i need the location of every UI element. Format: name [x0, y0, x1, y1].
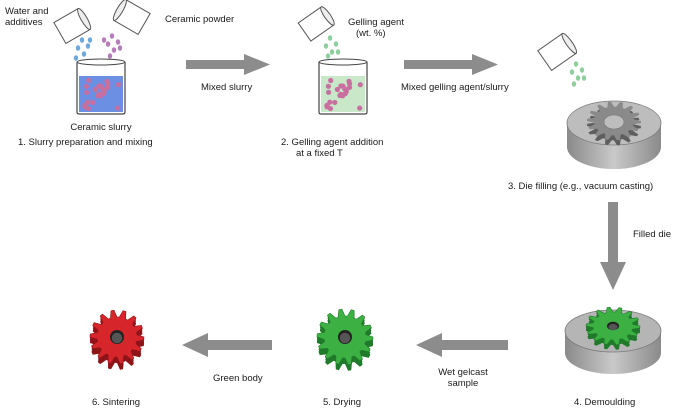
- step-5-label: 5. Drying: [323, 397, 362, 408]
- step-2-label-1: 2. Gelling agent addition: [281, 137, 384, 148]
- wet-gelcast-label-1: Wet gelcast: [438, 367, 488, 378]
- arrow-mixed-gelling: [404, 54, 498, 75]
- gelling-agent-label-1: Gelling agent: [348, 17, 404, 28]
- arrow-filled-die: [600, 202, 626, 290]
- gel-beaker-icon: [318, 58, 368, 115]
- mixed-gelling-label: Mixed gelling agent/slurry: [401, 82, 509, 93]
- ceramic-powder-label: Ceramic powder: [165, 14, 235, 25]
- filling-cup-icon: [537, 32, 578, 72]
- water-cup-icon: [53, 7, 92, 45]
- green-body-label: Green body: [213, 373, 263, 384]
- red-gear-icon: [89, 309, 145, 370]
- powder-cup-icon: [112, 0, 151, 36]
- water-drops-icon: [73, 37, 93, 61]
- ceramic-slurry-label: Ceramic slurry: [70, 122, 132, 133]
- mixed-slurry-label: Mixed slurry: [201, 82, 253, 93]
- slurry-beaker-icon: [76, 58, 126, 115]
- green-gear-icon: [316, 308, 374, 371]
- step-4-label: 4. Demoulding: [574, 397, 636, 408]
- step-3-label: 3. Die filling (e.g., vacuum casting): [508, 181, 654, 192]
- arrow-mixed-slurry: [186, 54, 270, 75]
- step-1-label: 1. Slurry preparation and mixing: [18, 137, 153, 148]
- step-6-label: 6. Sintering: [92, 397, 141, 408]
- powder-drops-icon: [101, 33, 123, 59]
- water-additives-label-2: additives: [5, 17, 43, 28]
- arrow-wet-gelcast: [416, 333, 508, 357]
- fill-drops-icon: [569, 61, 587, 87]
- demoulding-die-icon: [564, 306, 662, 374]
- gelling-agent-label-2: (wt. %): [356, 28, 386, 39]
- water-additives-label-1: Water and: [5, 6, 49, 17]
- filled-die-label: Filled die: [633, 229, 672, 240]
- arrow-green-body: [182, 333, 272, 357]
- step-2-label-2: at a fixed T: [296, 148, 343, 159]
- gel-drops-icon: [323, 35, 341, 59]
- wet-gelcast-label-2: sample: [447, 378, 479, 389]
- gelling-cup-icon: [297, 6, 335, 42]
- empty-die-icon: [566, 100, 662, 169]
